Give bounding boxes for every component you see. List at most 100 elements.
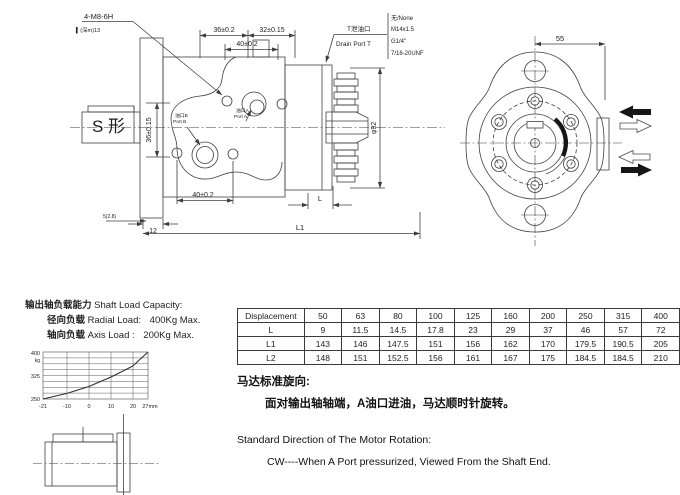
dim-55-label: 55 bbox=[556, 34, 564, 43]
chart-ytick-250: 250 bbox=[31, 397, 40, 403]
port-a-label-cn: 油口A bbox=[236, 107, 250, 114]
drain-option-g14: G1/4" bbox=[391, 39, 406, 45]
spacer-cylinder bbox=[284, 64, 333, 191]
thread-callout-leader bbox=[82, 21, 223, 96]
dim-12-label: 12 bbox=[149, 228, 157, 235]
side-view-drawing bbox=[70, 13, 445, 239]
table-cell: 184.5 bbox=[566, 350, 605, 365]
dim-36-02-label: 36±0.2 bbox=[213, 27, 234, 34]
table-cell: 161 bbox=[453, 350, 493, 365]
axial-load-line: 轴向负载 Axis Load : 200Kg Max. bbox=[47, 327, 194, 341]
bolt-circle bbox=[492, 100, 578, 186]
shaft-load-chart bbox=[42, 351, 149, 400]
table-cell: 63 bbox=[341, 308, 380, 323]
table-cell: 11.5 bbox=[341, 322, 380, 337]
axial-load-value: 200Kg Max. bbox=[143, 330, 194, 341]
radial-load-en: Radial Load: bbox=[87, 315, 142, 326]
table-cell: 175 bbox=[528, 350, 568, 365]
side-port-boss bbox=[596, 117, 610, 171]
chart-xtick-n10: -10 bbox=[63, 404, 71, 410]
rotation-direction-arc bbox=[553, 117, 568, 157]
table-cell: 156 bbox=[416, 350, 455, 365]
thread-callout-label: 4-M8-6H bbox=[84, 12, 113, 21]
table-cell: 160 bbox=[491, 308, 530, 323]
load-capacity-title-en: Shaft Load Capacity: bbox=[94, 300, 183, 311]
radial-load-cn: 径向负载 bbox=[47, 315, 86, 326]
table-cell: 9 bbox=[303, 322, 343, 337]
key-note-label: 5(2.8) bbox=[103, 214, 116, 220]
load-capacity-title-cn: 输出轴负载能力 bbox=[25, 300, 92, 311]
dimension-40-bottom bbox=[176, 160, 234, 204]
dimension-L1 bbox=[142, 212, 421, 239]
table-cell: 170 bbox=[528, 336, 568, 351]
port-a-label-en: Port A bbox=[234, 114, 248, 120]
port-a-leader bbox=[245, 109, 252, 122]
port-b-label-en: Port B bbox=[173, 119, 186, 125]
table-cell: 46 bbox=[566, 322, 605, 337]
load-curve bbox=[42, 351, 149, 400]
table-cell: 200 bbox=[528, 308, 568, 323]
dimension-lines-top bbox=[199, 30, 296, 60]
chart-ytick-325: 325 bbox=[31, 374, 40, 380]
bolt-holes bbox=[491, 93, 579, 193]
dimension-phi92 bbox=[350, 67, 385, 189]
table-cell: 37 bbox=[528, 322, 568, 337]
axial-load-cn: 轴向负载 bbox=[47, 330, 86, 341]
table-cell: 400 bbox=[641, 308, 680, 323]
table-cell: 210 bbox=[641, 350, 680, 365]
rotation-note-en-body: CW----When A Port pressurized, Viewed Fr… bbox=[267, 456, 551, 468]
table-row-label: L bbox=[237, 322, 305, 337]
table-cell: 143 bbox=[303, 336, 343, 351]
rotation-note-cn-title: 马达标准旋向: bbox=[237, 376, 310, 388]
table-cell: 184.5 bbox=[603, 350, 643, 365]
table-cell: 205 bbox=[641, 336, 680, 351]
body-circle bbox=[478, 86, 592, 200]
table-row-label: Displacement bbox=[237, 308, 305, 323]
arrow-outline-left-icon bbox=[618, 149, 651, 165]
table-cell: 167 bbox=[491, 350, 530, 365]
shaft-detail-drawing bbox=[33, 414, 160, 495]
table-cell: 156 bbox=[453, 336, 493, 351]
port-b-label-cn: 油口B bbox=[175, 112, 188, 119]
table-cell: 29 bbox=[491, 322, 530, 337]
series-label: S 形 bbox=[92, 117, 125, 136]
table-cell: 250 bbox=[566, 308, 605, 323]
table-cell: 146 bbox=[341, 336, 380, 351]
thread-depth-note: ▍(深m)13 bbox=[75, 26, 100, 34]
chart-xtick-10: 10 bbox=[108, 404, 114, 410]
table-cell: 17.8 bbox=[416, 322, 455, 337]
dim-40-02-bottom-label: 40±0.2 bbox=[192, 192, 213, 199]
arrow-outline-right-icon bbox=[619, 118, 652, 134]
dim-L-label: L bbox=[318, 194, 322, 203]
table-cell: 23 bbox=[453, 322, 493, 337]
rotation-arc-tail bbox=[545, 153, 567, 175]
drain-option-m14: M14x1.5 bbox=[391, 27, 415, 33]
table-cell: 80 bbox=[378, 308, 418, 323]
table-cell: 152.5 bbox=[378, 350, 418, 365]
chart-xtick-0: 0 bbox=[87, 404, 90, 410]
drain-port-label-cn: T泄油口 bbox=[347, 24, 370, 33]
table-cell: 147.5 bbox=[378, 336, 418, 351]
table-cell: 179.5 bbox=[566, 336, 605, 351]
dim-32-015-label: 32±0.15 bbox=[259, 27, 284, 34]
table-cell: 151 bbox=[341, 350, 380, 365]
drain-port-label-en: Drain Port T bbox=[336, 41, 371, 48]
table-cell: 162 bbox=[491, 336, 530, 351]
table-cell: 125 bbox=[453, 308, 493, 323]
chart-y-unit: kg bbox=[35, 358, 41, 364]
chart-xtick-27mm: 27mm bbox=[142, 404, 158, 410]
gerotor-section bbox=[325, 72, 369, 183]
table-cell: 315 bbox=[603, 308, 643, 323]
radial-load-line: 径向负载 Radial Load: 400Kg Max. bbox=[47, 312, 200, 326]
rotation-note-cn-body: 面对输出轴轴端，A油口进油，马达顺时针旋转。 bbox=[265, 398, 515, 410]
table-cell: 57 bbox=[603, 322, 643, 337]
shaft-hub bbox=[505, 113, 565, 173]
chart-xtick-n21: -21 bbox=[39, 404, 47, 410]
flow-direction-arrows bbox=[618, 105, 652, 177]
flange-outline bbox=[465, 51, 605, 233]
